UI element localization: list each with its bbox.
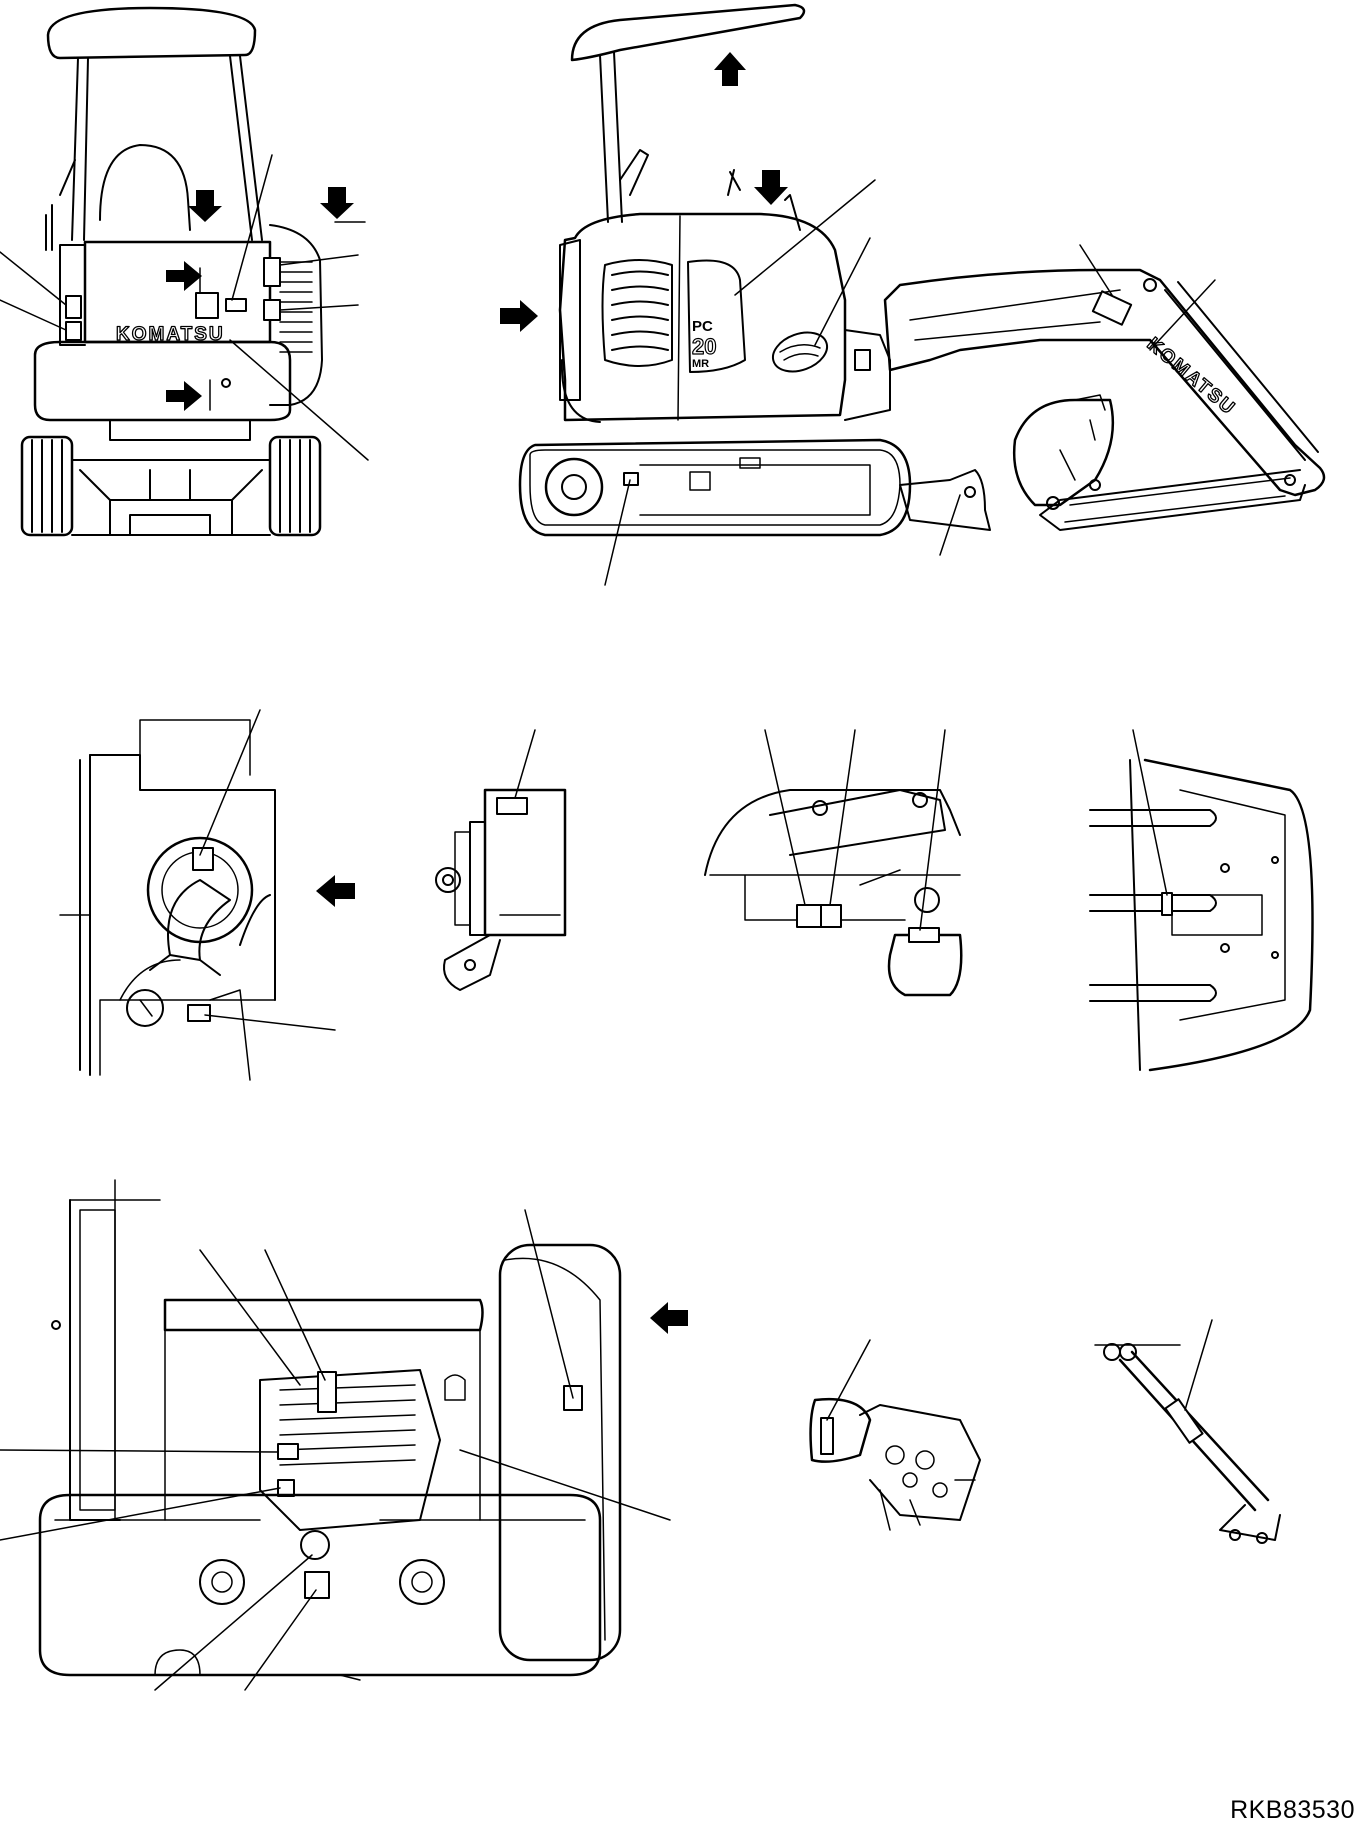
decal-pump — [820, 1417, 834, 1455]
strut-view — [1094, 1319, 1281, 1544]
valve-area-view — [704, 729, 963, 997]
arrow-down-1 — [188, 190, 222, 222]
arrow-right-side — [500, 300, 538, 332]
decal-fuel-hose — [187, 1004, 211, 1022]
arrow-down-2 — [320, 187, 354, 219]
decal-engine-bottom — [304, 1571, 330, 1599]
decal-rear-center-b — [225, 298, 247, 312]
decal-bracket-top — [496, 797, 528, 815]
arrow-right-1 — [166, 261, 202, 291]
side-view: PC 20 MR KOMATSU — [500, 3, 1326, 586]
decal-rear-left-lower — [65, 321, 82, 341]
decal-engine-left-a — [277, 1443, 299, 1460]
decal-strut — [1164, 1398, 1204, 1444]
decal-track-frame — [623, 472, 639, 486]
decal-valve-c — [908, 927, 940, 943]
decal-floor-plate — [1161, 892, 1173, 916]
decal-rear-center-a — [195, 292, 219, 319]
decal-valve-a — [796, 904, 822, 928]
model-badge-line2: 20 — [692, 334, 716, 359]
pump-view — [809, 1339, 981, 1531]
decal-rear-right-b — [263, 299, 281, 321]
floor-plate-view — [1089, 729, 1314, 1072]
series-emblem — [771, 331, 829, 373]
arrow-right-2 — [166, 381, 202, 411]
decal-valve-b — [820, 904, 842, 928]
decal-rear-left-upper — [65, 295, 82, 319]
model-badge-line1: PC — [692, 318, 713, 335]
rear-view: KOMATSU — [0, 6, 369, 537]
arrow-left-engine — [650, 1302, 688, 1334]
arrow-left-fuel — [316, 875, 355, 907]
arrow-down-top — [754, 170, 788, 205]
fuel-filler-view — [59, 709, 355, 1081]
bracket-view — [435, 729, 567, 991]
figure-code: RKB83530 — [1230, 1796, 1355, 1824]
boom-brand-logo: KOMATSU — [1143, 334, 1240, 420]
decal-fuel-tank — [192, 847, 214, 871]
rear-brand-logo: KOMATSU — [116, 324, 225, 345]
decal-rear-right-a — [263, 257, 281, 287]
decal-engine-top-a — [317, 1371, 337, 1413]
engine-compartment-view — [0, 1179, 688, 1691]
arrow-up — [714, 52, 746, 86]
model-badge-line3: MR — [692, 358, 709, 370]
decal-boom — [1091, 290, 1133, 326]
